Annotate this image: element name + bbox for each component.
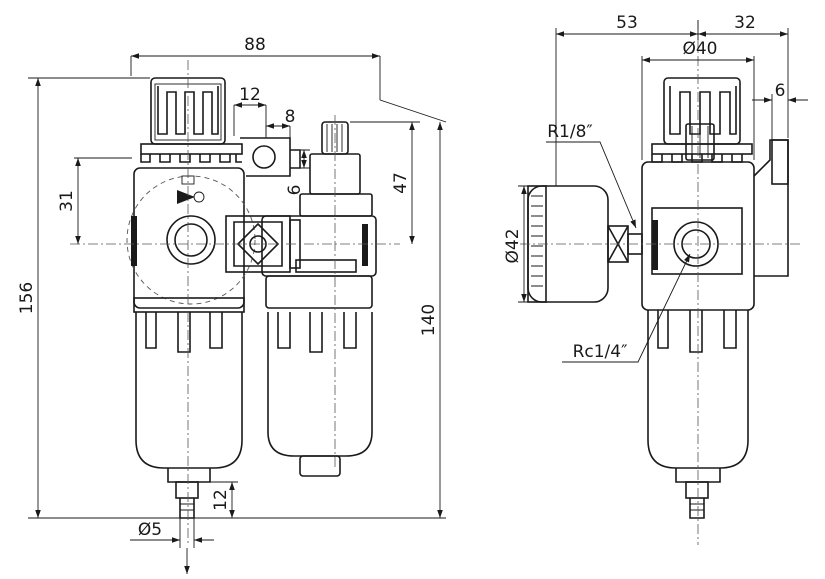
dim-gauge-diameter: Ø42 (503, 185, 540, 303)
dim-port-height-label: 31 (57, 190, 77, 212)
dim-knob-diameter: Ø40 (641, 39, 755, 160)
lubricator-bowl (267, 312, 373, 477)
dim-drain-diameter: Ø5 (130, 518, 214, 574)
dim-right-depth: 32 (698, 13, 789, 138)
gauge-thread-callout: R1/8″ (546, 122, 637, 229)
dim-drain-diameter-label: Ø5 (138, 520, 162, 540)
dim-drain-length: 12 (198, 481, 238, 518)
dim-right-depth-label: 32 (734, 13, 756, 33)
dim-overall-height-label: 156 (17, 282, 37, 314)
dim-gauge-diameter-label: Ø42 (503, 228, 523, 263)
dim-bracket-thickness-label: 6 (285, 185, 305, 196)
dim-overall-height: 156 (17, 77, 180, 519)
dim-lubricator-top-label: 47 (391, 172, 411, 194)
dim-total-width-label: 88 (244, 35, 266, 55)
dim-lubricator-top: 47 (350, 121, 420, 244)
mounting-bracket (240, 137, 301, 177)
gauge-thread-label: R1/8″ (547, 122, 593, 142)
dim-bracket-offset: 8 (265, 107, 296, 138)
dim-bracket-offset-label: 8 (285, 107, 296, 127)
dim-regulator-to-bracket: 12 (233, 85, 267, 136)
dim-bracket-thickness: 6 (285, 149, 310, 196)
dim-lubricator-height-label: 140 (419, 304, 439, 336)
regulator-knob (140, 77, 243, 163)
filter-bowl (135, 312, 243, 519)
dim-bracket-width: 6 (752, 81, 808, 140)
dim-left-depth: 53 (555, 13, 699, 186)
port-thread-callout: Rc1/4″ (562, 253, 691, 363)
front-view: 88 12 8 6 31 47 (17, 35, 447, 574)
dim-drain-length-label: 12 (211, 489, 231, 511)
lubricator-head (261, 121, 377, 309)
side-bowl (647, 310, 749, 519)
dim-left-depth-label: 53 (616, 13, 638, 33)
dim-regulator-to-bracket-label: 12 (239, 85, 261, 105)
dim-knob-diameter-label: Ø40 (682, 39, 717, 59)
dim-port-height: 31 (57, 157, 132, 244)
dim-bracket-width-label: 6 (775, 81, 786, 101)
side-view: 53 32 Ø40 6 Ø42 R1/8″ (503, 13, 808, 545)
dim-total-width: 88 (130, 35, 381, 100)
regulator-body (126, 167, 256, 313)
side-bracket (753, 139, 789, 277)
port-thread-label: Rc1/4″ (573, 342, 628, 362)
side-knob (651, 77, 753, 163)
dim-lubricator-height: 140 (194, 99, 447, 519)
